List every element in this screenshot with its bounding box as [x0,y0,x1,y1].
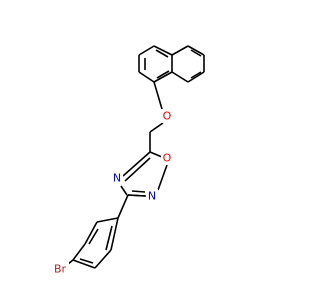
bond [153,71,173,83]
bond [187,45,205,56]
bond [153,45,173,56]
structure-canvas: O O N N Br [51,45,205,276]
ring-oxygen-label: O [163,152,172,165]
molecule-drawing: O O N N Br [51,45,205,276]
nitrogen-2-label: N [148,190,156,203]
double-bond-inner [155,49,169,58]
bond [120,185,128,196]
bond [117,194,129,219]
double-bond-inner [105,225,113,251]
bond [122,151,151,177]
bond [72,243,86,261]
double-bond-inner [88,228,99,245]
bond [171,45,189,56]
bromine: Br [51,262,69,276]
bond [187,71,205,83]
double-bond-inner [156,70,170,79]
ring-oxygen: O [161,151,173,165]
bond [171,71,189,83]
bond [84,221,98,245]
nitrogen-4: N [111,171,123,185]
double-bond-inner [190,71,202,79]
double-bond-inner [131,190,146,193]
bond-layer [67,45,205,269]
double-bond-inner [190,49,202,57]
bond [72,259,96,269]
bond [110,217,119,251]
bond [157,164,168,191]
bond [153,81,163,110]
ether-oxygen: O [161,109,173,123]
bond [138,45,155,56]
double-bond-inner [124,157,151,182]
nitrogen-2: N [146,189,158,203]
double-bond-inner [79,258,94,264]
ether-oxygen-label: O [163,110,172,123]
bond [138,71,155,83]
bond [149,151,163,158]
bond [96,217,119,223]
bond [149,122,164,133]
bond [127,194,146,197]
nitrogen-4-label: N [113,172,121,185]
bromine-label: Br [54,263,67,276]
bond [94,249,112,269]
atom-label-layer: O O N N Br [51,109,173,276]
